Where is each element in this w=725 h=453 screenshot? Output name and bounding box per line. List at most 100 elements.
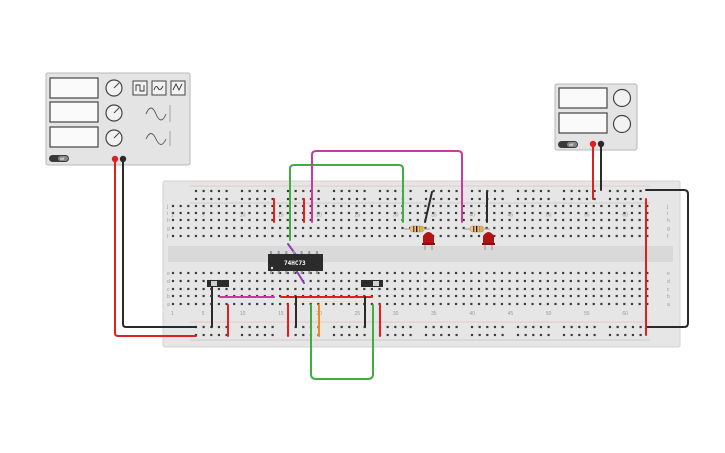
- breadboard-hole[interactable]: [500, 211, 504, 215]
- breadboard-hole[interactable]: [569, 279, 572, 283]
- breadboard-hole[interactable]: [585, 294, 588, 298]
- breadboard-hole[interactable]: [607, 287, 611, 291]
- breadboard-hole[interactable]: [546, 271, 549, 275]
- breadboard-hole[interactable]: [210, 271, 213, 275]
- breadboard-hole[interactable]: [187, 279, 190, 283]
- breadboard-hole[interactable]: [623, 279, 626, 283]
- breadboard-hole[interactable]: [447, 197, 451, 201]
- breadboard-hole[interactable]: [347, 287, 351, 291]
- breadboard-hole[interactable]: [477, 279, 481, 283]
- breadboard-hole[interactable]: [493, 271, 496, 275]
- breadboard-hole[interactable]: [240, 197, 244, 201]
- breadboard-hole[interactable]: [263, 226, 266, 230]
- breadboard-hole[interactable]: [263, 197, 267, 201]
- breadboard-hole[interactable]: [493, 226, 496, 230]
- breadboard-hole[interactable]: [516, 197, 520, 201]
- breadboard-hole[interactable]: [470, 218, 473, 222]
- sine-wave-button[interactable]: [170, 80, 186, 96]
- breadboard-hole[interactable]: [470, 271, 473, 275]
- breadboard-hole[interactable]: [348, 189, 351, 193]
- ic-chip-74hc73[interactable]: 74HC73: [268, 251, 323, 274]
- breadboard-hole[interactable]: [386, 333, 389, 337]
- breadboard-hole[interactable]: [409, 279, 412, 283]
- breadboard-hole[interactable]: [578, 333, 581, 337]
- breadboard-hole[interactable]: [585, 197, 589, 201]
- breadboard-hole[interactable]: [638, 271, 641, 275]
- breadboard-hole[interactable]: [447, 234, 450, 238]
- breadboard-hole[interactable]: [286, 287, 289, 291]
- breadboard-hole[interactable]: [600, 271, 603, 275]
- breadboard-hole[interactable]: [615, 287, 618, 291]
- breadboard-hole[interactable]: [424, 226, 427, 230]
- breadboard-hole[interactable]: [363, 211, 366, 215]
- breadboard-hole[interactable]: [355, 204, 358, 208]
- breadboard-hole[interactable]: [454, 271, 458, 275]
- breadboard-hole[interactable]: [317, 287, 320, 291]
- breadboard-hole[interactable]: [271, 226, 274, 230]
- breadboard-hole[interactable]: [577, 211, 580, 215]
- breadboard-hole[interactable]: [332, 271, 335, 275]
- breadboard-hole[interactable]: [470, 197, 474, 201]
- breadboard-hole[interactable]: [340, 226, 343, 230]
- breadboard-hole[interactable]: [455, 197, 458, 201]
- breadboard-hole[interactable]: [409, 333, 412, 337]
- breadboard-hole[interactable]: [248, 287, 251, 291]
- breadboard-hole[interactable]: [378, 197, 382, 201]
- breadboard-hole[interactable]: [294, 218, 297, 222]
- breadboard-hole[interactable]: [355, 271, 358, 275]
- breadboard-hole[interactable]: [256, 189, 259, 193]
- breadboard-hole[interactable]: [340, 189, 343, 193]
- breadboard-hole[interactable]: [171, 294, 175, 298]
- breadboard-hole[interactable]: [440, 325, 443, 329]
- breadboard-hole[interactable]: [432, 287, 435, 291]
- breadboard-hole[interactable]: [355, 218, 358, 222]
- breadboard-hole[interactable]: [592, 287, 595, 291]
- breadboard-hole[interactable]: [225, 325, 228, 329]
- breadboard-hole[interactable]: [409, 218, 412, 222]
- breadboard-hole[interactable]: [600, 204, 603, 208]
- breadboard-hole[interactable]: [462, 287, 465, 291]
- breadboard-hole[interactable]: [470, 287, 473, 291]
- breadboard-hole[interactable]: [309, 197, 313, 201]
- breadboard-hole[interactable]: [439, 204, 442, 208]
- breadboard-hole[interactable]: [324, 302, 328, 306]
- breadboard-hole[interactable]: [317, 197, 320, 201]
- breadboard-hole[interactable]: [347, 218, 351, 222]
- breadboard-hole[interactable]: [493, 197, 497, 201]
- breadboard-hole[interactable]: [217, 204, 220, 208]
- breadboard-hole[interactable]: [500, 234, 504, 238]
- breadboard-hole[interactable]: [225, 189, 228, 193]
- breadboard-hole[interactable]: [386, 302, 389, 306]
- breadboard-hole[interactable]: [416, 204, 419, 208]
- breadboard-hole[interactable]: [271, 218, 274, 222]
- breadboard-hole[interactable]: [600, 226, 603, 230]
- breadboard-hole[interactable]: [607, 294, 611, 298]
- breadboard-hole[interactable]: [294, 211, 297, 215]
- breadboard-hole[interactable]: [646, 294, 649, 298]
- breadboard-hole[interactable]: [432, 302, 435, 306]
- breadboard-hole[interactable]: [546, 294, 549, 298]
- breadboard-hole[interactable]: [539, 333, 543, 337]
- breadboard-hole[interactable]: [424, 189, 428, 193]
- breadboard-hole[interactable]: [432, 189, 435, 193]
- breadboard-hole[interactable]: [531, 204, 534, 208]
- breadboard-hole[interactable]: [539, 302, 542, 306]
- breadboard-hole[interactable]: [432, 294, 435, 298]
- breadboard-hole[interactable]: [624, 197, 627, 201]
- breadboard-hole[interactable]: [309, 302, 312, 306]
- breadboard-hole[interactable]: [217, 294, 220, 298]
- breadboard-hole[interactable]: [608, 197, 612, 201]
- breadboard-hole[interactable]: [554, 279, 557, 283]
- breadboard-hole[interactable]: [523, 234, 526, 238]
- breadboard-hole[interactable]: [217, 271, 220, 275]
- breadboard-hole[interactable]: [477, 271, 481, 275]
- breadboard-hole[interactable]: [324, 204, 328, 208]
- breadboard-hole[interactable]: [454, 302, 458, 306]
- breadboard-hole[interactable]: [317, 189, 320, 193]
- breadboard-hole[interactable]: [546, 226, 549, 230]
- breadboard-hole[interactable]: [401, 333, 405, 337]
- breadboard-hole[interactable]: [623, 204, 626, 208]
- breadboard-hole[interactable]: [615, 234, 618, 238]
- breadboard-hole[interactable]: [355, 302, 358, 306]
